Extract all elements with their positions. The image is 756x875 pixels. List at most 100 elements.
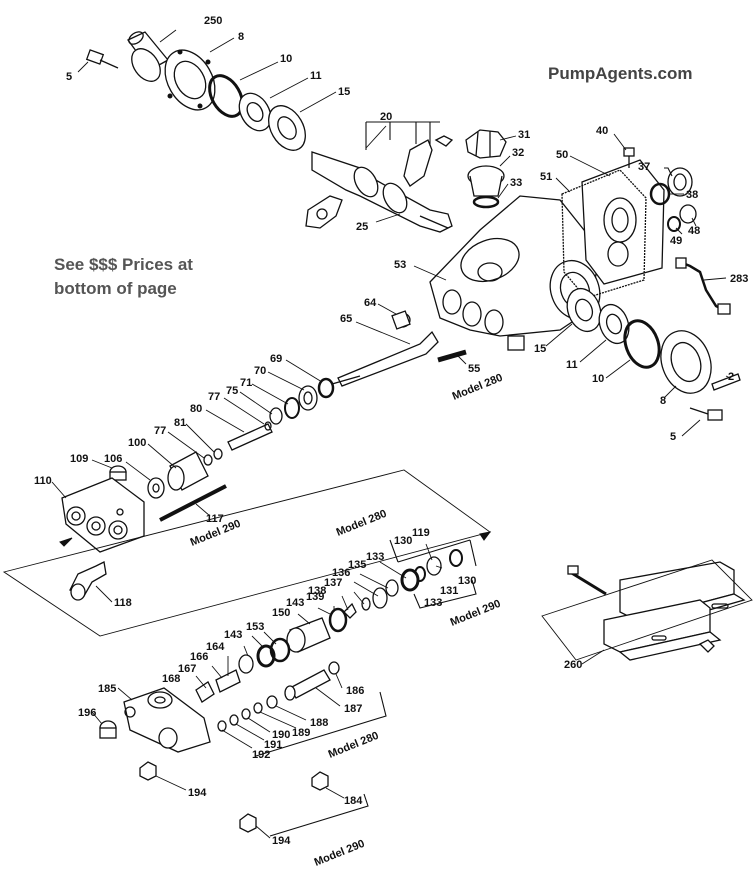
screw-40 bbox=[623, 147, 635, 168]
oil-seal-cap-250 bbox=[127, 31, 169, 82]
assembly-frame bbox=[2, 469, 492, 637]
callout-15: 15 bbox=[338, 86, 350, 98]
callout-77-a: 77 bbox=[208, 391, 220, 403]
callout-168: 168 bbox=[162, 673, 180, 685]
callout-187: 187 bbox=[344, 703, 362, 715]
model-280-lower-label: Model 280 bbox=[327, 730, 381, 761]
callout-8-right: 8 bbox=[660, 395, 666, 407]
model-290-lower-label: Model 290 bbox=[313, 838, 367, 869]
seal-106 bbox=[147, 477, 165, 499]
oring-10-top bbox=[208, 74, 244, 118]
manifold-110 bbox=[61, 477, 145, 553]
callout-191: 191 bbox=[264, 739, 282, 751]
callout-194-a: 194 bbox=[188, 787, 207, 799]
plunger-80 bbox=[227, 423, 273, 451]
callout-20: 20 bbox=[380, 111, 392, 123]
callout-196: 196 bbox=[78, 707, 96, 719]
callout-186: 186 bbox=[346, 685, 364, 697]
callout-192: 192 bbox=[252, 749, 270, 761]
callout-184: 184 bbox=[344, 795, 363, 807]
callout-143-a: 143 bbox=[286, 597, 304, 609]
callout-139: 139 bbox=[306, 591, 324, 603]
rails-frame bbox=[541, 559, 753, 661]
bracket-model-290-upper bbox=[413, 579, 477, 609]
screw-5-right bbox=[689, 407, 723, 421]
price-note-line-2: bottom of page bbox=[54, 279, 177, 298]
callout-164: 164 bbox=[206, 641, 225, 653]
callout-32: 32 bbox=[512, 147, 524, 159]
callout-150: 150 bbox=[272, 607, 290, 619]
callout-110: 110 bbox=[34, 475, 52, 487]
callout-260: 260 bbox=[564, 659, 582, 671]
callout-133-a: 133 bbox=[366, 551, 384, 563]
rod-cap-20 bbox=[403, 135, 454, 187]
oring-49 bbox=[667, 216, 681, 232]
callout-11-right: 11 bbox=[566, 359, 578, 371]
callout-137: 137 bbox=[324, 577, 342, 589]
nut-194-b bbox=[239, 813, 257, 833]
callout-130-b: 130 bbox=[458, 575, 476, 587]
callout-48: 48 bbox=[688, 225, 700, 237]
nut-184 bbox=[311, 771, 329, 791]
callout-8: 8 bbox=[238, 31, 244, 43]
mounting-rails-260 bbox=[567, 561, 746, 661]
callout-118: 118 bbox=[114, 597, 132, 609]
stud-55 bbox=[437, 349, 467, 363]
callout-38: 38 bbox=[686, 189, 698, 201]
callout-70: 70 bbox=[254, 365, 266, 377]
washer-186 bbox=[328, 661, 340, 675]
model-280-valve-label: Model 280 bbox=[335, 508, 389, 539]
callout-106: 106 bbox=[104, 453, 122, 465]
crankshaft-20 bbox=[311, 151, 453, 233]
dipstick-32 bbox=[467, 165, 505, 197]
oring-77-a bbox=[264, 421, 272, 431]
callout-117: 117 bbox=[206, 513, 224, 525]
callout-250: 250 bbox=[204, 15, 222, 27]
callout-194-b: 194 bbox=[272, 835, 291, 847]
bearing-cover-8-right bbox=[660, 330, 712, 394]
plunger-187 bbox=[284, 669, 331, 701]
bushing-64 bbox=[391, 310, 411, 330]
callout-49: 49 bbox=[670, 235, 682, 247]
callout-5-right: 5 bbox=[670, 431, 676, 443]
callout-153: 153 bbox=[246, 621, 264, 633]
callout-40: 40 bbox=[596, 125, 608, 137]
callout-109: 109 bbox=[70, 453, 88, 465]
bracket-37 bbox=[664, 167, 673, 177]
bracket-model-290-lower bbox=[269, 793, 369, 837]
callout-10-right: 10 bbox=[592, 373, 604, 385]
cable-283 bbox=[675, 257, 731, 315]
callout-189: 189 bbox=[292, 727, 310, 739]
callout-190: 190 bbox=[272, 729, 290, 741]
callout-53: 53 bbox=[394, 259, 406, 271]
callout-64: 64 bbox=[364, 297, 377, 309]
callout-15-right: 15 bbox=[534, 343, 546, 355]
callout-133-b: 133 bbox=[424, 597, 442, 609]
nut-194-a bbox=[139, 761, 157, 781]
callout-167: 167 bbox=[178, 663, 196, 675]
model-280-crankcase-label: Model 280 bbox=[451, 372, 505, 403]
rear-cover-50 bbox=[581, 159, 665, 285]
oring-77-b bbox=[203, 454, 213, 466]
crankcase-53 bbox=[429, 195, 601, 351]
oring-33 bbox=[472, 195, 500, 209]
valve-set-upper bbox=[195, 549, 463, 703]
callout-labels: 250 8 10 11 15 5 20 25 31 32 33 40 50 51… bbox=[34, 15, 748, 847]
bearing-cover-8-top bbox=[164, 49, 216, 111]
callout-69: 69 bbox=[270, 353, 282, 365]
plunger-rod-65 bbox=[331, 330, 439, 387]
watermark-text: PumpAgents.com bbox=[548, 64, 693, 83]
callout-119: 119 bbox=[412, 527, 430, 539]
callout-50: 50 bbox=[556, 149, 568, 161]
price-note-line-1: See $$$ Prices at bbox=[54, 255, 193, 274]
callout-71: 71 bbox=[240, 377, 252, 389]
callout-185: 185 bbox=[98, 683, 116, 695]
callout-100: 100 bbox=[128, 437, 146, 449]
plug-196 bbox=[99, 720, 117, 739]
callout-81: 81 bbox=[174, 417, 186, 429]
bearing-15-right bbox=[566, 287, 602, 333]
oring-81 bbox=[213, 448, 223, 460]
callout-143-b: 143 bbox=[224, 629, 242, 641]
callout-5: 5 bbox=[66, 71, 72, 83]
